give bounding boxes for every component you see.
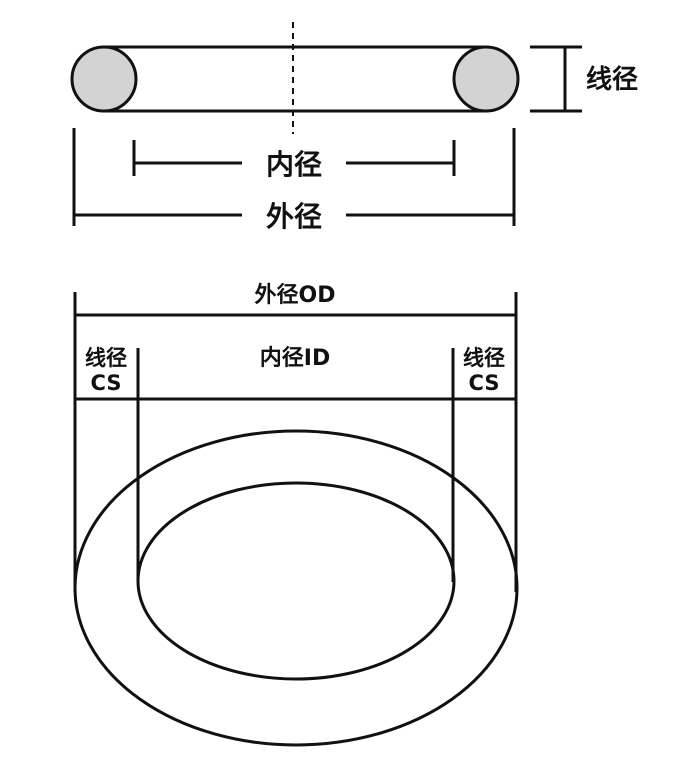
od-label: 外径OD xyxy=(255,282,336,308)
outer-ellipse xyxy=(73,429,519,747)
cs-right-label-line1: 线径 xyxy=(463,346,505,370)
wire-diameter-label: 线径 xyxy=(586,65,638,95)
inner-ellipse xyxy=(136,481,456,681)
cross-section-view xyxy=(70,22,582,226)
left-section-circle xyxy=(70,45,138,113)
inner-diameter-label: 内径 xyxy=(266,148,322,181)
ring-view xyxy=(73,292,519,747)
id-label: 内径ID xyxy=(260,345,330,371)
wire-diameter-bracket xyxy=(530,45,582,113)
cs-left-label-line2: CS xyxy=(91,371,122,395)
right-section-circle xyxy=(452,45,520,113)
outer-diameter-label: 外径 xyxy=(266,200,322,233)
outer-diameter-dimension xyxy=(72,128,516,226)
inner-diameter-dimension xyxy=(132,140,456,176)
cs-left-label-line1: 线径 xyxy=(85,346,127,370)
cs-right-label-line2: CS xyxy=(469,371,500,395)
